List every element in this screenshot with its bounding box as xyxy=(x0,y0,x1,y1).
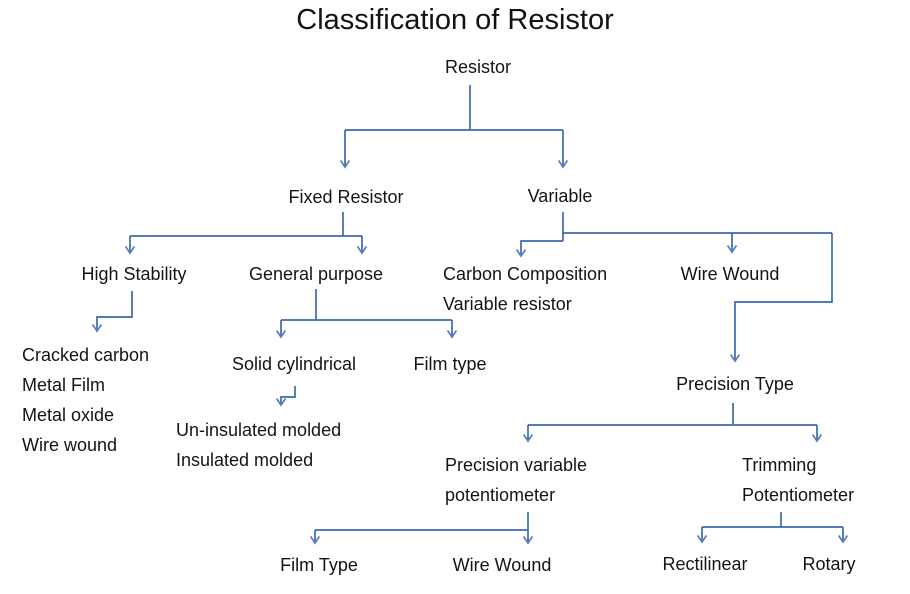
page-title: Classification of Resistor xyxy=(296,4,614,36)
node-precision-type: Precision Type xyxy=(676,374,794,394)
node-carbon-composition: Carbon Composition Variable resistor xyxy=(443,259,673,319)
node-precision-variable-line1: Precision variable xyxy=(445,455,588,475)
arrow-high-stability-to-types xyxy=(97,291,133,330)
node-type-cracked-carbon: Cracked carbon xyxy=(22,345,150,365)
node-carbon-composition-line1: Carbon Composition xyxy=(443,264,608,284)
node-high-stability: High Stability xyxy=(81,264,187,284)
node-wire-wound-precision: Wire Wound xyxy=(452,555,552,575)
node-rectilinear: Rectilinear xyxy=(662,554,748,574)
node-carbon-composition-line2: Variable resistor xyxy=(443,294,572,314)
node-film-type-precision: Film Type xyxy=(280,555,358,575)
node-type-wire-wound: Wire wound xyxy=(22,435,118,455)
node-type-metal-oxide: Metal oxide xyxy=(22,405,115,425)
node-type-metal-film: Metal Film xyxy=(22,375,106,395)
node-general-purpose: General purpose xyxy=(248,264,384,284)
node-precision-variable-line2: potentiometer xyxy=(445,485,556,505)
arrow-solid-cylindrical-to-molded xyxy=(281,386,296,404)
arrow-to-carbon-composition xyxy=(521,240,563,255)
node-trimming-potentiometer: Trimming Potentiometer xyxy=(742,450,910,510)
node-wire-wound-variable: Wire Wound xyxy=(680,264,780,284)
node-insulated-molded: Insulated molded xyxy=(176,450,314,470)
node-trimming-line2: Potentiometer xyxy=(742,485,855,505)
node-variable: Variable xyxy=(527,186,593,206)
node-uninsulated-molded: Un-insulated molded xyxy=(176,420,342,440)
node-molded-types: Un-insulated molded Insulated molded xyxy=(176,415,406,475)
node-film-type-general: Film type xyxy=(413,354,487,374)
node-fixed-resistor: Fixed Resistor xyxy=(288,187,404,207)
node-rotary: Rotary xyxy=(802,554,856,574)
node-resistor: Resistor xyxy=(444,57,511,77)
node-high-stability-types: Cracked carbon Metal Film Metal oxide Wi… xyxy=(22,340,212,460)
node-trimming-line1: Trimming xyxy=(742,455,817,475)
node-solid-cylindrical: Solid cylindrical xyxy=(231,354,357,374)
arrow-wrap-to-precision-type xyxy=(735,233,833,360)
node-precision-variable-potentiometer: Precision variable potentiometer xyxy=(445,450,655,510)
